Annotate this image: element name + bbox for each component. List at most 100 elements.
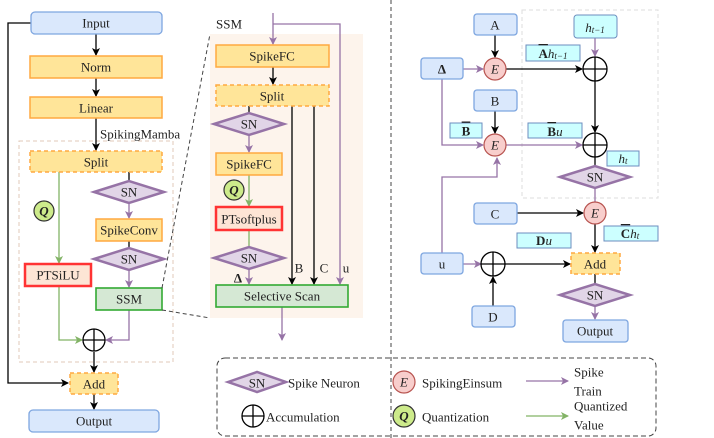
- q-label: Q: [39, 204, 49, 219]
- legend-quantization-label: Quantization: [422, 410, 490, 425]
- spike-neuron-node: [209, 245, 289, 271]
- a-label: A: [490, 18, 500, 33]
- sn-label: SN: [121, 185, 138, 200]
- u-node: [420, 252, 464, 275]
- input-node: [30, 11, 163, 35]
- sn-label: SN: [241, 251, 258, 266]
- einsum-icon: [483, 57, 507, 81]
- c-node: [473, 202, 518, 225]
- legend-accumulation-label: Accumulation: [266, 410, 340, 425]
- ptsoftplus-label: PTsoftplus: [221, 212, 276, 227]
- quantization-icon: [223, 179, 245, 201]
- c-bar-h-annotation: [603, 225, 659, 242]
- legend-quantized-label: Value: [574, 418, 604, 433]
- output-label: Output: [76, 414, 113, 429]
- add-label: Add: [83, 377, 106, 392]
- h-t-annotation: [606, 150, 640, 167]
- h-prev-label: ht−1: [585, 20, 605, 36]
- selective-scan-node: [215, 284, 349, 308]
- delta-node: [420, 57, 464, 80]
- accumulation-icon: [480, 251, 506, 277]
- legend-frame: [216, 357, 657, 437]
- delta-label: Δ: [438, 62, 446, 77]
- spikefc-label: SpikeFC: [226, 157, 272, 172]
- ptsilu-label: PTSiLU: [36, 268, 80, 283]
- linear-node: [29, 96, 163, 119]
- c-label: C: [491, 207, 500, 222]
- ssm-node: [95, 287, 163, 311]
- ptsilu-node: [23, 262, 93, 288]
- spike-neuron-node: [555, 164, 635, 190]
- e-label: E: [590, 206, 599, 221]
- legend-accumulation-icon: [241, 404, 265, 428]
- recurrence-frame: [521, 9, 659, 199]
- sn-label: SN: [587, 170, 604, 185]
- legend-einsum-label: SpikingEinsum: [422, 376, 502, 391]
- einsum-icon: [583, 201, 607, 225]
- b-bar-label: B: [462, 124, 471, 139]
- add-node: [69, 372, 119, 395]
- split-label: Split: [260, 89, 285, 104]
- linear-label: Linear: [79, 101, 114, 116]
- spike-neuron-node: [89, 179, 169, 205]
- u-edge: [441, 157, 501, 253]
- d-label: D: [488, 310, 497, 325]
- accumulation-icon: [582, 132, 608, 158]
- legend-sn-icon: [224, 370, 290, 394]
- legend-sn-symbol: SN: [249, 376, 266, 391]
- e-label: E: [490, 138, 499, 153]
- edge: [58, 286, 83, 344]
- e-label: E: [490, 62, 499, 77]
- split-node: [215, 84, 330, 107]
- sn-label: SN: [587, 288, 604, 303]
- legend-sn-label: Spike Neuron: [288, 376, 360, 391]
- sn-label: SN: [121, 252, 138, 267]
- input-label: Input: [82, 16, 110, 31]
- selective-scan-label: Selective Scan: [244, 289, 321, 304]
- u-label: u: [343, 261, 350, 276]
- spikeconv-node: [95, 218, 163, 242]
- legend-spike-train-label: Train: [574, 384, 602, 399]
- output-label: Output: [577, 324, 614, 339]
- ssm-panel: SSM SpikeFC Split SN SpikeFC Q PTsoftplu…: [209, 13, 363, 341]
- u-label: u: [439, 257, 446, 272]
- zoom-connector: [161, 309, 211, 319]
- legend-quantization-icon: [392, 404, 416, 428]
- quantization-icon: [33, 200, 55, 222]
- b-label: B: [295, 261, 304, 276]
- b-node: [473, 89, 518, 112]
- a-node: [473, 13, 518, 36]
- a-bar-h-annotation: [525, 44, 581, 62]
- delta-label: Δ: [234, 271, 242, 286]
- spike-neuron-node: [89, 246, 169, 272]
- split-label: Split: [84, 155, 109, 170]
- b-bar-u-label: Bu: [547, 124, 563, 139]
- spikefc-node-2: [215, 152, 283, 176]
- ssm-label: SSM: [116, 292, 142, 307]
- a-bar-h-label: Aht−1: [539, 46, 568, 62]
- norm-label: Norm: [81, 60, 111, 75]
- add-node: [570, 252, 621, 275]
- d-node: [471, 305, 516, 328]
- sn-label: SN: [241, 117, 258, 132]
- b-label: B: [491, 94, 500, 109]
- spike-neuron-node: [209, 111, 289, 137]
- legend: SN Spike Neuron Accumulation E SpikingEi…: [216, 357, 657, 437]
- norm-node: [29, 55, 163, 79]
- c-label: C: [320, 261, 329, 276]
- spikingmamba-label: SpikingMamba: [100, 127, 180, 142]
- h-t-label: ht: [618, 151, 628, 167]
- ssm-title: SSM: [216, 17, 242, 32]
- output-node: [562, 319, 629, 343]
- spikeconv-label: SpikeConv: [100, 223, 158, 238]
- h-prev-node: [573, 14, 618, 39]
- zoom-connector: [161, 33, 211, 289]
- left-panel: Input Norm Linear SpikingMamba Split SN …: [7, 11, 180, 433]
- ptsoftplus-node: [214, 205, 284, 232]
- b-bar-annotation: [449, 122, 483, 139]
- legend-q-symbol: Q: [399, 409, 409, 424]
- residual-connection: [7, 22, 69, 387]
- edge: [105, 310, 130, 344]
- du-annotation: [516, 232, 572, 249]
